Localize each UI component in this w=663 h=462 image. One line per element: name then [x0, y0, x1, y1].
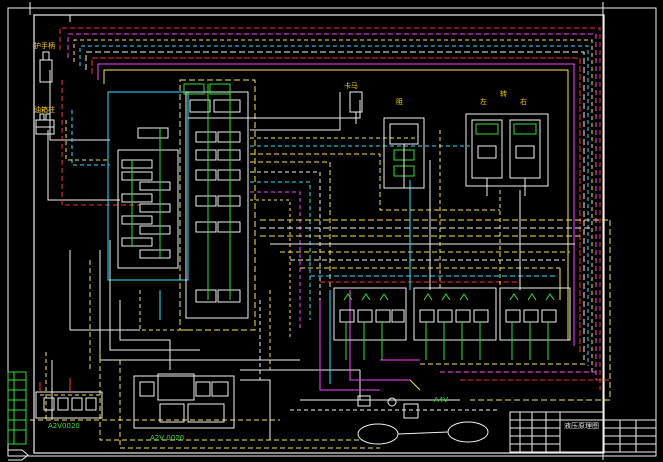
label-right-left: 左 [480, 97, 487, 106]
mid-control-box [383, 117, 425, 189]
label-bottom-left: A2V0020 [48, 422, 80, 430]
label-mid-top: 卡马 [344, 81, 358, 90]
top-center-actuator [349, 91, 363, 124]
title-block-name: 液压原理图 [564, 421, 599, 430]
label-right-mid: 转 [500, 89, 507, 98]
valve-stack-center [183, 83, 241, 303]
motor-assembly [357, 395, 489, 445]
left-binding-strip [7, 371, 29, 461]
label-bottom-mid: A2V 0020 [150, 434, 184, 442]
label-left-mid: 油箱柱 [34, 105, 55, 114]
title-block [509, 411, 657, 453]
label-box-mid: 阻 [396, 97, 403, 106]
pump-unit-mid [133, 373, 235, 429]
label-right-right: 右 [520, 97, 527, 106]
valve-bank-left [121, 127, 171, 259]
right-twin-box [465, 113, 549, 196]
drawing-frame [7, 2, 657, 460]
left-actuators [35, 51, 55, 135]
label-pump-right: A4V [434, 396, 448, 404]
pipe-network [30, 27, 611, 449]
pump-unit-left [35, 378, 103, 419]
label-left-top: 护手柄 [34, 41, 55, 50]
bottom-valve-row [333, 287, 571, 360]
